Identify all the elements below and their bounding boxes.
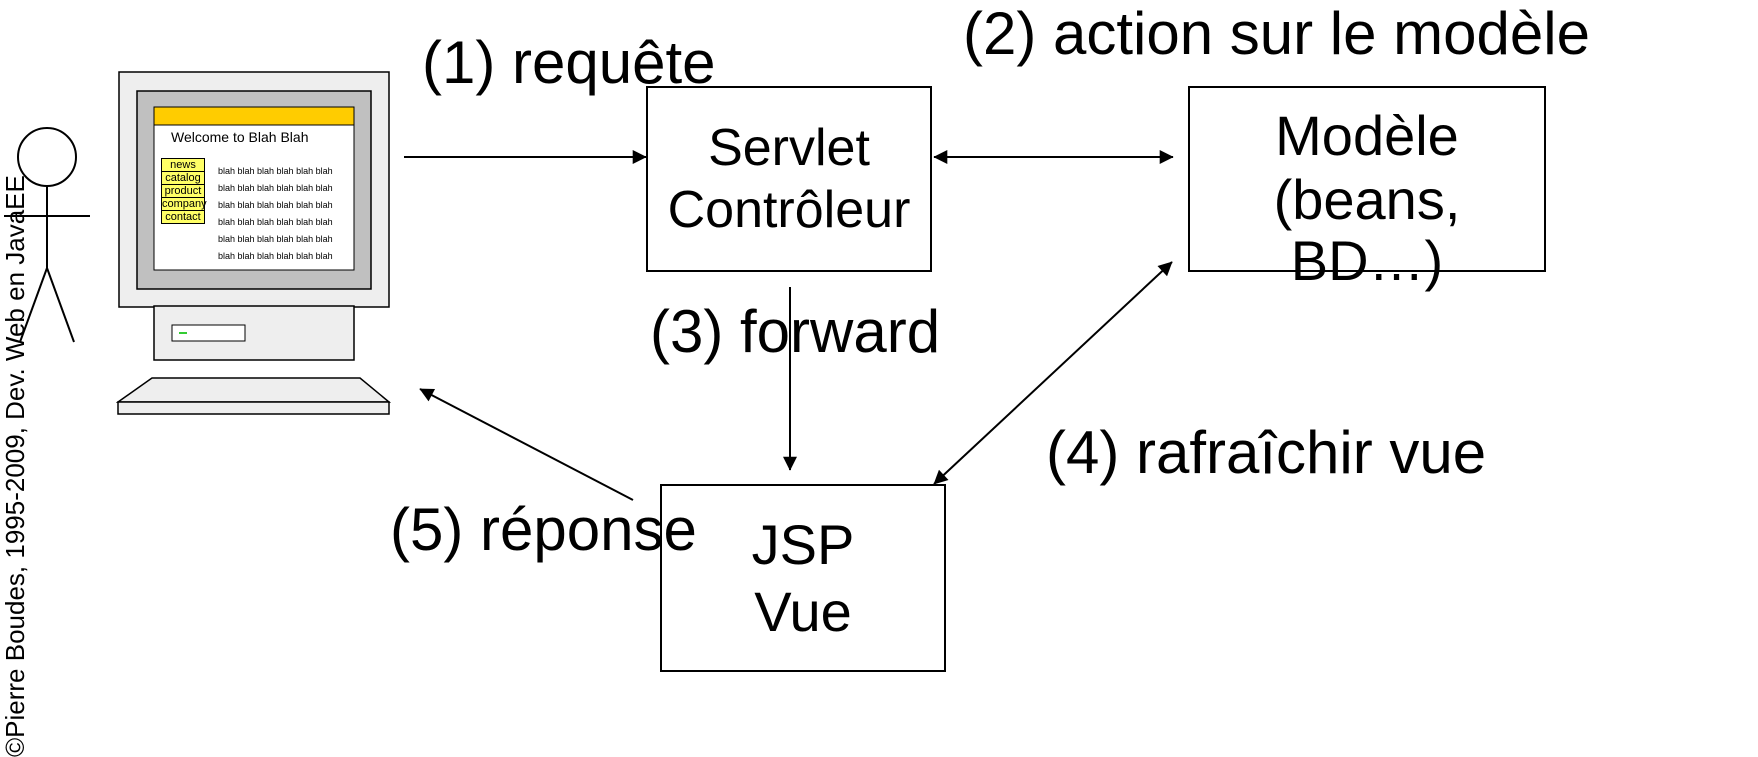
screen-body-line: blah blah blah blah blah blah xyxy=(218,234,333,244)
screen-menu-item-news: news xyxy=(161,158,205,172)
user-icon xyxy=(4,127,90,343)
screen-body-text: blah blah blah blah blah blah blah blah b… xyxy=(218,163,348,265)
screen-menu-item-catalog: catalog xyxy=(161,171,205,185)
step-2-label: (2) action sur le modèle xyxy=(963,0,1590,67)
screen-menu-item-product: product xyxy=(161,184,205,198)
screen-body-line: blah blah blah blah blah blah xyxy=(218,166,333,176)
jsp-line-2: Vue xyxy=(754,580,852,643)
screen-body-line: blah blah blah blah blah blah xyxy=(218,200,333,210)
screen-body-line: blah blah blah blah blah blah xyxy=(218,183,333,193)
step-1-label: (1) requête xyxy=(422,29,716,96)
step-3-label: (3) forward xyxy=(650,298,941,365)
step-5-label: (5) réponse xyxy=(390,496,697,563)
screen-menu-item-contact: contact xyxy=(161,210,205,224)
model-line-2: (beans, xyxy=(1273,168,1461,232)
arrow-response xyxy=(419,388,634,501)
model-box: Modèle (beans, BD…) xyxy=(1188,86,1546,292)
jsp-line-1: JSP xyxy=(751,512,855,576)
jsp-view-box: JSP Vue xyxy=(660,484,946,672)
screen-body-line: blah blah blah blah blah blah xyxy=(218,251,333,261)
servlet-line-2: Contrôleur xyxy=(667,181,911,239)
step-4-label: (4) rafraîchir vue xyxy=(1046,419,1487,486)
screen-welcome-text: Welcome to Blah Blah xyxy=(171,129,309,145)
servlet-line-1: Servlet xyxy=(708,118,870,177)
servlet-controller-box: Servlet Contrôleur xyxy=(646,86,932,272)
model-line-3: BD…) xyxy=(1290,228,1444,292)
arrow-refresh-view xyxy=(933,261,1173,485)
screen-body-line: blah blah blah blah blah blah xyxy=(218,217,333,227)
model-line-1: Modèle xyxy=(1275,104,1459,167)
